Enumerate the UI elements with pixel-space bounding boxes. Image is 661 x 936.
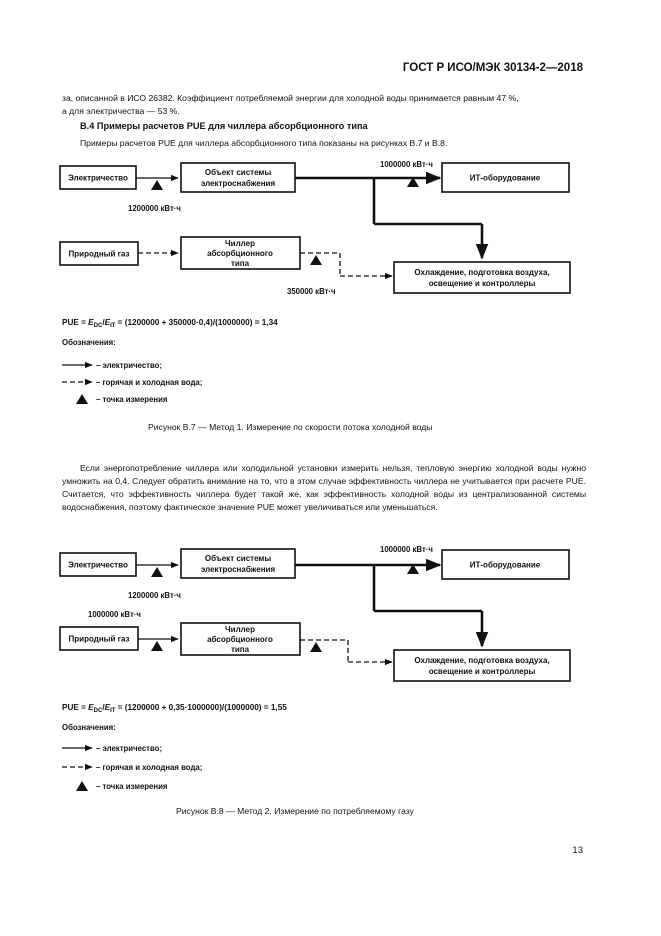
pue-formula: PUE = EDC/EIT = (1200000 + 0,35·1000000)… (62, 703, 287, 714)
box-electricity (59, 165, 137, 190)
measurement-point-icon (151, 567, 163, 577)
section-title: B.4 Примеры расчетов PUE для чиллера абс… (80, 121, 368, 131)
label-gas-power: 350000 кВт·ч (287, 287, 336, 296)
box-it-equipment-label: ИТ-оборудование (470, 174, 541, 183)
legend-point: – точка измерения (96, 395, 167, 404)
label-gas-power: 1000000 кВт·ч (88, 610, 141, 619)
measurement-point-icon (310, 255, 322, 265)
box-it-equipment-label: ИТ-оборудование (470, 561, 541, 570)
box-natural-gas-label: Природный газ (69, 250, 130, 259)
box-electricity-label: Электричество (68, 561, 128, 570)
box-cooling (393, 261, 571, 294)
legend-point: – точка измерения (96, 782, 167, 791)
pue-formula: PUE = EDC/EIT = (1200000 + 350000·0,4)/(… (62, 318, 278, 329)
box-power-supply (180, 162, 296, 193)
box-power-supply-label-2: электроснабжения (201, 565, 276, 574)
section-lead: Примеры расчетов PUE для чиллера абсорбц… (80, 138, 448, 148)
box-power-supply-label-2: электроснабжения (201, 179, 276, 188)
legend-title: Обозначения: (62, 338, 116, 347)
label-it-power: 1000000 кВт·ч (380, 160, 433, 169)
box-natural-gas (59, 626, 139, 651)
box-natural-gas (59, 241, 139, 266)
box-power-supply-label-1: Объект системы (205, 554, 271, 563)
legend-water: – горячая и холодная вода; (96, 378, 202, 387)
legend-water: – горячая и холодная вода; (96, 763, 202, 772)
box-chiller-label-1: Чиллер (225, 239, 255, 248)
measurement-point-icon (407, 177, 419, 187)
box-cooling-label-2: освещение и контроллеры (429, 279, 536, 288)
box-chiller-label-3: типа (231, 259, 250, 268)
box-cooling (393, 649, 571, 682)
box-power-supply-label-1: Объект системы (205, 168, 271, 177)
box-power-supply (180, 548, 296, 579)
legend-measurement-point-icon (76, 781, 88, 791)
box-electricity-label: Электричество (68, 174, 128, 183)
box-it-equipment (441, 549, 570, 580)
intro-line-1: за, описанной в ИСО 26382. Коэффициент п… (62, 93, 519, 103)
box-natural-gas-label: Природный газ (69, 635, 130, 644)
middle-paragraph: Если энергопотребление чиллера или холод… (62, 463, 586, 512)
figure-b7-caption: Рисунок B.7 — Метод 1. Измерение по скор… (148, 422, 433, 432)
legend-electricity: – электричество; (96, 361, 162, 370)
box-chiller-label-2: абсорбционного (207, 635, 273, 644)
label-electricity-power: 1200000 кВт·ч (128, 591, 181, 600)
figure-b7-diagram: Электричество Объект системы электроснаб… (59, 160, 571, 404)
box-cooling-label-2: освещение и контроллеры (429, 667, 536, 676)
box-chiller-label-3: типа (231, 645, 250, 654)
page-number: 13 (572, 845, 583, 856)
box-electricity (59, 552, 137, 577)
box-it-equipment (441, 162, 570, 193)
box-cooling-label-1: Охлаждение, подготовка воздуха, (414, 656, 549, 665)
figure-b8-caption: Рисунок B.8 — Метод 2. Измерение по потр… (176, 806, 414, 816)
intro-line-2: а для электричества — 53 %. (62, 106, 180, 116)
label-electricity-power: 1200000 кВт·ч (128, 204, 181, 213)
measurement-point-icon (151, 180, 163, 190)
measurement-point-icon (407, 564, 419, 574)
legend-title: Обозначения: (62, 723, 116, 732)
box-chiller (180, 236, 301, 270)
box-cooling-label-1: Охлаждение, подготовка воздуха, (414, 268, 549, 277)
legend-electricity: – электричество; (96, 744, 162, 753)
box-chiller-label-2: абсорбционного (207, 249, 273, 258)
box-chiller-label-1: Чиллер (225, 625, 255, 634)
figure-b8-diagram: Электричество Объект системы электроснаб… (59, 545, 571, 791)
measurement-point-icon (151, 641, 163, 651)
legend-measurement-point-icon (76, 394, 88, 404)
measurement-point-icon (310, 642, 322, 652)
label-it-power: 1000000 кВт·ч (380, 545, 433, 554)
box-chiller (180, 622, 301, 656)
document-header: ГОСТ Р ИСО/МЭК 30134-2—2018 (402, 62, 583, 74)
